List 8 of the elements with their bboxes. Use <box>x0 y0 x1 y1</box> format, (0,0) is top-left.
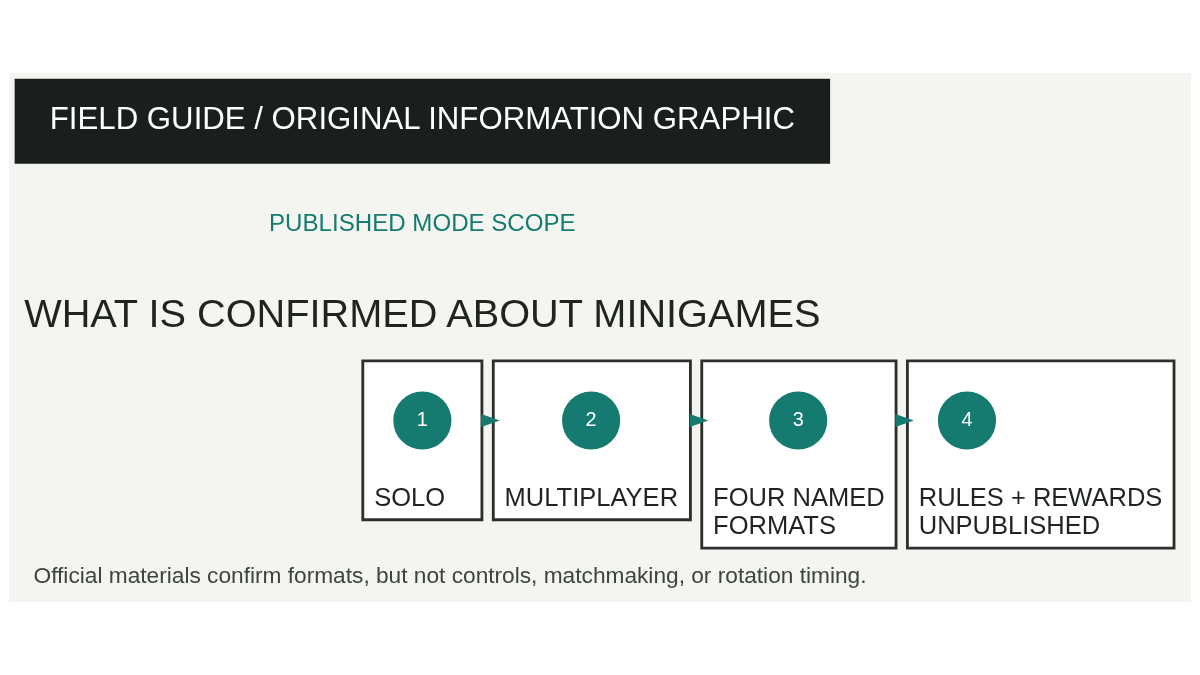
node-circle: 4 <box>937 391 997 450</box>
node-circle: 2 <box>562 391 621 450</box>
node-circle: 3 <box>769 391 828 450</box>
label: FIELD GUIDE / ORIGINAL INFORMATION GRAPHIC <box>49 101 795 137</box>
label: PUBLISHED MODE SCOPE <box>269 208 576 236</box>
caption: Official materials confirm formats, but not controls, matchmaking, or rotation timing. <box>33 562 867 589</box>
diagram-title: WHAT IS CONFIRMED ABOUT MINIGAMES <box>24 291 821 336</box>
node-circle: 1 <box>393 391 452 450</box>
